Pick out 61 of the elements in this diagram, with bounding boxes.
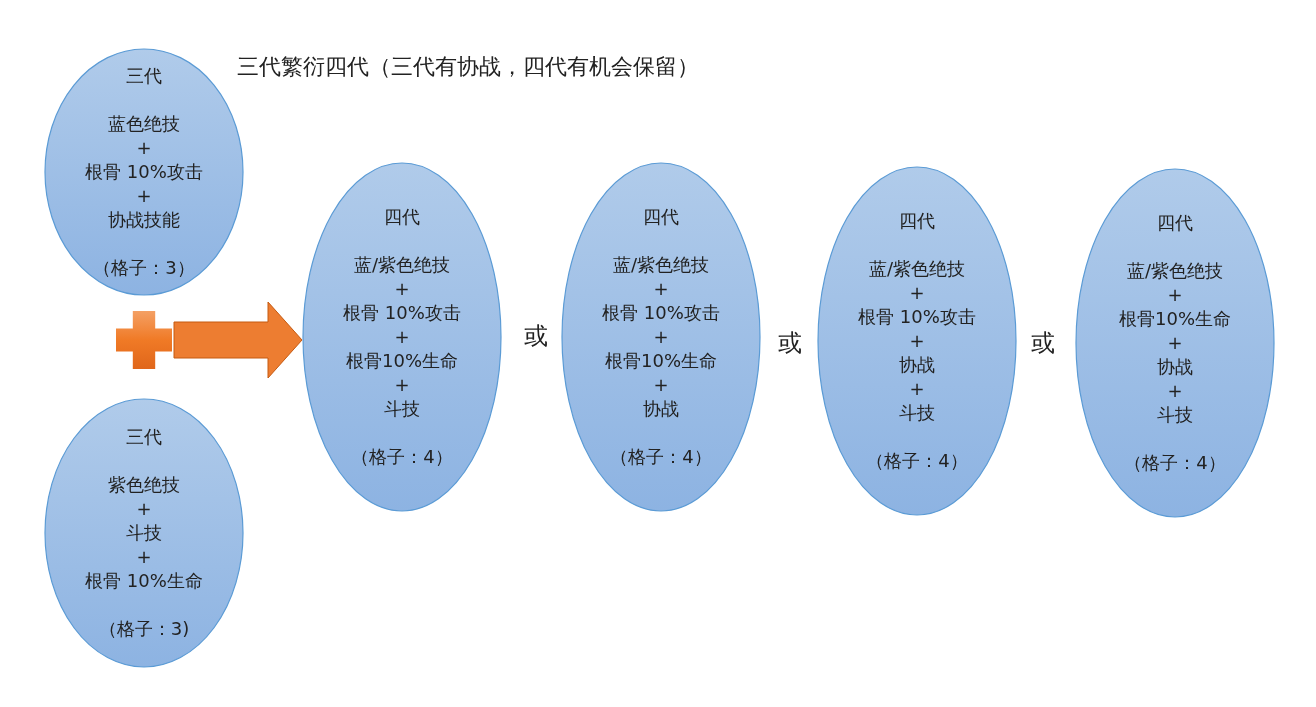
node-heading: 三代 bbox=[126, 64, 162, 88]
trait-text: + bbox=[1167, 379, 1183, 403]
trait-text: + bbox=[136, 545, 152, 569]
trait-text: + bbox=[1167, 331, 1183, 355]
trait-text: 根骨 10%攻击 bbox=[85, 160, 203, 184]
trait-text: 根骨 10%攻击 bbox=[343, 301, 461, 325]
slot-count-text: （格子：4） bbox=[610, 445, 712, 469]
separator-text: 或 bbox=[1031, 328, 1055, 359]
trait-text: 蓝/紫色绝技 bbox=[353, 253, 451, 277]
trait-text: 紫色绝技 bbox=[108, 473, 180, 497]
trait-text: 蓝/紫色绝技 bbox=[612, 253, 710, 277]
node-heading: 三代 bbox=[126, 425, 162, 449]
ellipse-node bbox=[44, 398, 244, 668]
trait-text: 根骨10%生命 bbox=[346, 349, 458, 373]
trait-text: 根骨 10%攻击 bbox=[858, 305, 976, 329]
trait-text: + bbox=[653, 373, 669, 397]
node-heading: 四代 bbox=[643, 205, 679, 229]
trait-text: 蓝/紫色绝技 bbox=[1126, 259, 1224, 283]
trait-text: + bbox=[136, 136, 152, 160]
trait-text: + bbox=[136, 184, 152, 208]
ellipse-node bbox=[817, 166, 1017, 516]
ellipse-node bbox=[561, 162, 761, 512]
slot-count-text: （格子：3） bbox=[93, 256, 195, 280]
diagram-title: 三代繁衍四代（三代有协战，四代有机会保留） bbox=[237, 53, 699, 81]
trait-text: 斗技 bbox=[126, 521, 162, 545]
trait-text: 协战技能 bbox=[108, 208, 180, 232]
trait-text: 根骨 10%生命 bbox=[85, 569, 203, 593]
slot-count-text: （格子：4） bbox=[1124, 451, 1226, 475]
trait-text: + bbox=[909, 329, 925, 353]
trait-text: + bbox=[394, 373, 410, 397]
trait-text: + bbox=[909, 377, 925, 401]
slot-count-text: （格子：3) bbox=[98, 617, 190, 641]
trait-text: + bbox=[394, 277, 410, 301]
node-heading: 四代 bbox=[899, 209, 935, 233]
trait-text: + bbox=[394, 325, 410, 349]
slot-count-text: （格子：4） bbox=[866, 449, 968, 473]
trait-text: + bbox=[653, 277, 669, 301]
node-heading: 四代 bbox=[384, 205, 420, 229]
ellipse-node bbox=[302, 162, 502, 512]
trait-text: 蓝色绝技 bbox=[108, 112, 180, 136]
trait-text: 根骨 10%攻击 bbox=[602, 301, 720, 325]
node-heading: 四代 bbox=[1157, 211, 1193, 235]
separator-text: 或 bbox=[778, 328, 802, 359]
trait-text: 根骨10%生命 bbox=[605, 349, 717, 373]
trait-text: 协战 bbox=[899, 353, 935, 377]
slot-count-text: （格子：4） bbox=[351, 445, 453, 469]
trait-text: + bbox=[909, 281, 925, 305]
trait-text: + bbox=[136, 497, 152, 521]
trait-text: 根骨10%生命 bbox=[1119, 307, 1231, 331]
trait-text: 协战 bbox=[1157, 355, 1193, 379]
trait-text: 斗技 bbox=[1157, 403, 1193, 427]
trait-text: 斗技 bbox=[899, 401, 935, 425]
trait-text: 协战 bbox=[643, 397, 679, 421]
trait-text: 斗技 bbox=[384, 397, 420, 421]
ellipse-node bbox=[1075, 168, 1275, 518]
block-arrow bbox=[173, 301, 303, 379]
trait-text: + bbox=[653, 325, 669, 349]
trait-text: 蓝/紫色绝技 bbox=[868, 257, 966, 281]
trait-text: + bbox=[1167, 283, 1183, 307]
plus-shape bbox=[116, 311, 172, 369]
separator-text: 或 bbox=[524, 321, 548, 352]
